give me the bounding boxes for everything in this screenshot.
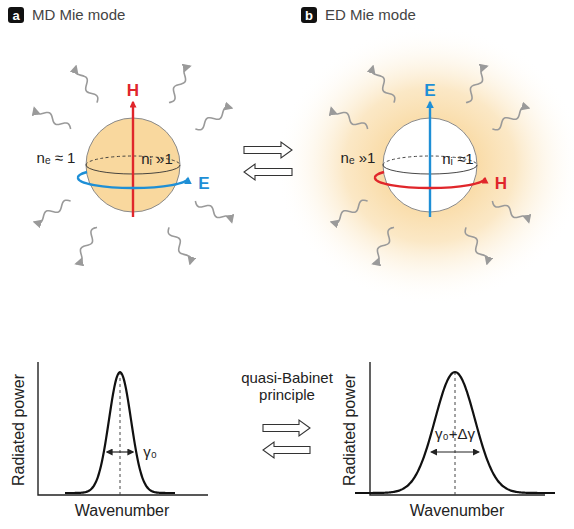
field-label: E [424, 81, 435, 101]
plot-axes-ed [370, 362, 545, 495]
radiation-arrow-md [34, 108, 70, 129]
radiation-arrow-ed [465, 227, 488, 263]
field-label: H [495, 174, 507, 194]
field-label: E [198, 174, 209, 194]
sphere [86, 118, 180, 212]
sphere [383, 118, 477, 212]
h-field-arrow [132, 102, 134, 217]
radiation-arrow-ed [466, 66, 487, 102]
radiation-arrow-ed [492, 201, 528, 222]
panel-badge: aMD Mie mode [8, 7, 24, 23]
field-label: H [127, 81, 139, 101]
panel-badge: bED Mie mode [301, 7, 317, 23]
axis-label: Wavenumber [75, 502, 170, 520]
panel-letter: a [12, 9, 19, 22]
linewidth-label: γ₀+Δγ [435, 425, 475, 442]
principle-label: quasi-Babinet principle [228, 369, 346, 404]
radiation-arrow-md [195, 107, 231, 130]
radiation-arrow-md [195, 201, 231, 222]
radiation-arrow-md [76, 227, 97, 263]
radiation-arrow-ed [331, 108, 367, 129]
panel-title: MD Mie mode [32, 7, 125, 24]
ed-glow [275, 25, 574, 305]
e-field-loop-back [78, 172, 87, 178]
plot-axes-md [38, 362, 208, 495]
axis-label: Radiated power [10, 374, 28, 486]
panel-letter: b [305, 9, 313, 22]
radiation-arrow-md [168, 227, 191, 263]
axis-label: Radiated power [341, 374, 359, 486]
radiation-arrow-md [169, 66, 190, 102]
radiation-arrow-ed [331, 200, 367, 223]
hollow-arrow-left [263, 442, 310, 458]
axis-label: Wavenumber [410, 502, 505, 520]
index-label: nₑ »1 [341, 149, 376, 166]
hollow-arrow-right [244, 142, 292, 158]
hollow-arrow-left [244, 164, 292, 180]
index-label: nᵢ ≈1 [442, 150, 473, 167]
radiation-arrow-ed [492, 107, 528, 130]
index-label: nᵢ »1 [141, 150, 173, 167]
spectrum-curve-md [65, 372, 175, 493]
hollow-arrow-right [263, 420, 310, 436]
linewidth-label: γ₀ [143, 443, 157, 460]
spectrum-curve-ed [355, 372, 555, 493]
linewidth-arrow-ed [431, 451, 478, 452]
e-field-arrow [429, 102, 431, 217]
center-line-md [120, 370, 121, 495]
radiation-arrow-md [75, 66, 98, 102]
h-field-loop-back [375, 172, 384, 178]
panel-title: ED Mie mode [325, 7, 416, 24]
radiation-arrow-ed [373, 227, 394, 263]
index-label: nₑ ≈ 1 [37, 149, 76, 166]
radiation-arrow-md [34, 200, 70, 223]
linewidth-arrow-md [107, 451, 133, 452]
radiation-arrow-ed [372, 66, 395, 102]
